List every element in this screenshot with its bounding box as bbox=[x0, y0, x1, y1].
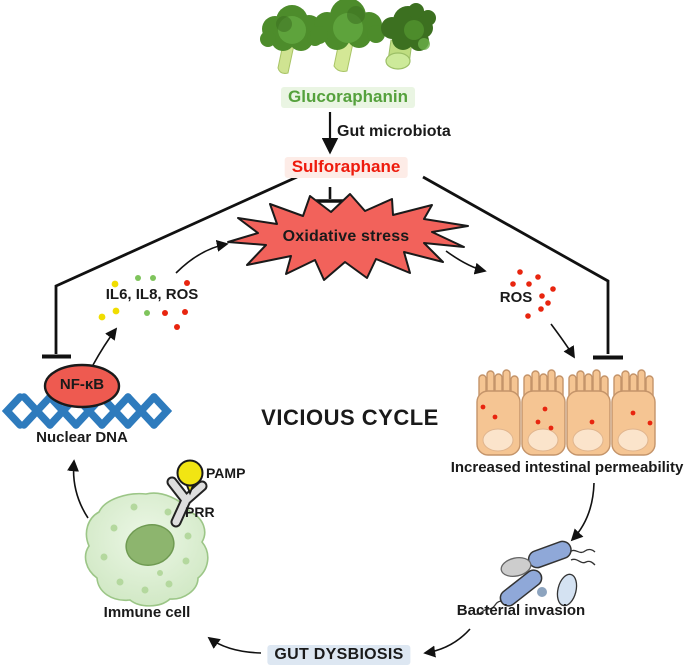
sulforaphane-label: Sulforaphane bbox=[284, 157, 408, 178]
oxidative-stress-starburst bbox=[227, 193, 469, 281]
arrow-immune-to-dna bbox=[67, 459, 89, 519]
permeability-label: Increased intestinal permeability bbox=[450, 459, 684, 476]
arrow-cells-to-bacteria bbox=[570, 482, 595, 542]
ros-label: ROS bbox=[499, 289, 533, 306]
pamp-label: PAMP bbox=[206, 465, 246, 481]
bacterial-invasion-label: Bacterial invasion bbox=[456, 602, 586, 619]
ros-dots bbox=[510, 269, 556, 319]
oxidative-stress-label: Oxidative stress bbox=[282, 228, 410, 245]
immune-cell-label: Immune cell bbox=[103, 604, 191, 621]
pathway-lines bbox=[42, 112, 623, 658]
nfkb-oval bbox=[43, 363, 121, 409]
intestinal-cells bbox=[476, 369, 656, 456]
nfkb-label: NF-κB bbox=[59, 376, 105, 393]
prr-receptor-icon bbox=[166, 476, 208, 528]
prr-label: PRR bbox=[185, 504, 215, 520]
gut-dysbiosis-label: GUT DYSBIOSIS bbox=[267, 645, 411, 665]
cytokine-dots bbox=[98, 275, 190, 330]
arrow-ros-to-cells bbox=[550, 323, 575, 359]
inhibit-sulforaphane-permeability bbox=[422, 175, 610, 354]
pamp-icon bbox=[176, 459, 204, 496]
vicious-cycle-title: VICIOUS CYCLE bbox=[261, 405, 439, 430]
glucoraphanin-label: Glucoraphanin bbox=[281, 87, 415, 108]
bacteria-illustration bbox=[475, 540, 596, 615]
arrow-cytokines-to-oxidative bbox=[175, 239, 229, 274]
immune-cell-illustration bbox=[84, 459, 209, 607]
inhibit-sulforaphane-nfkb bbox=[54, 175, 298, 354]
broccoli-icon bbox=[260, 0, 436, 74]
nuclear-dna-label: Nuclear DNA bbox=[36, 429, 128, 446]
cytokines-label: IL6, IL8, ROS bbox=[105, 286, 199, 303]
arrow-nfkb-to-cytokines bbox=[92, 327, 118, 366]
arrow-oxidative-to-ros bbox=[445, 250, 487, 275]
arrow-bacteria-to-dysbiosis bbox=[423, 628, 471, 658]
gut-microbiota-label: Gut microbiota bbox=[337, 123, 451, 140]
arrow-dysbiosis-to-immune bbox=[207, 636, 262, 654]
